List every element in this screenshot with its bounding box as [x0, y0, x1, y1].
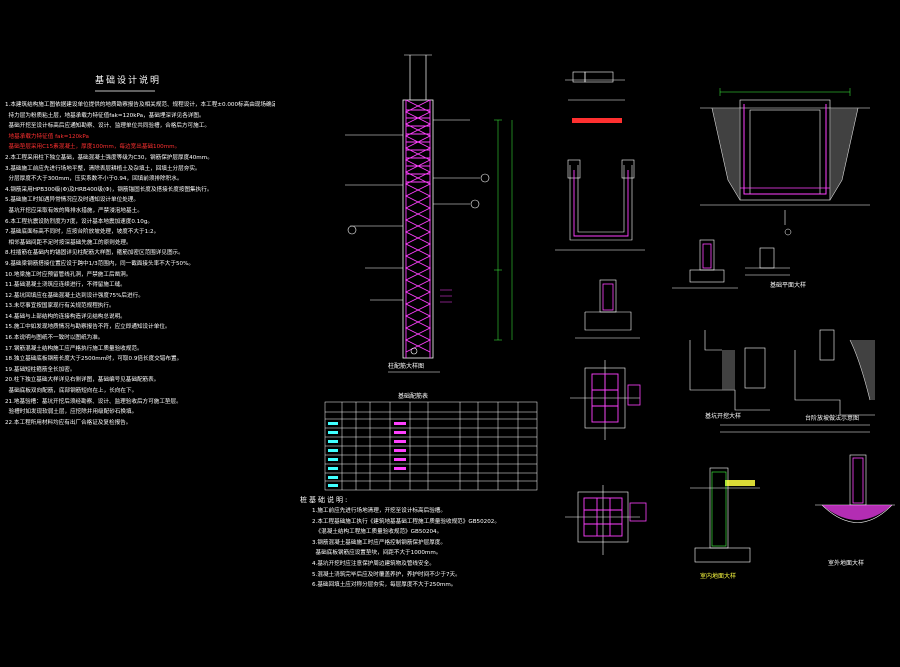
- step-slope-details: [689, 329, 875, 416]
- table-caption: 基础配筋表: [398, 393, 429, 400]
- design-notes-body: 1.本建筑结构施工图依据建设单位提供的地质勘察报告及相关规范、规程设计，本工程±…: [5, 102, 275, 426]
- foundation-caption: 基础平面大样: [770, 282, 807, 289]
- title-underline: [95, 90, 155, 92]
- column-plan-2: [565, 485, 640, 555]
- construction-notes-body: 1.施工前应先进行场地清理，开挖至设计标高后验槽。 2.本工程基础施工执行《建筑…: [312, 508, 500, 589]
- column-rebar-detail: [345, 54, 513, 373]
- pit-caption: 基坑开挖大样: [705, 413, 742, 420]
- rebar-schedule-table: [324, 401, 538, 491]
- u-channel-detail: [555, 159, 645, 251]
- pile-caption-left: 室内地面大样: [700, 573, 737, 580]
- column-caption: 柱配筋大样图: [388, 363, 425, 370]
- step-caption: 台阶放坡做法示意图: [805, 415, 860, 422]
- ground-detail-left: [690, 467, 760, 563]
- pile-caption-right: 室外地面大样: [828, 560, 865, 567]
- beam-section-top: [565, 71, 625, 101]
- design-notes-title: 基础设计说明: [95, 76, 162, 86]
- construction-notes-title: 桩基础说明:: [300, 496, 350, 504]
- small-foundation-1: [575, 279, 640, 339]
- small-foundation-2: [672, 239, 738, 289]
